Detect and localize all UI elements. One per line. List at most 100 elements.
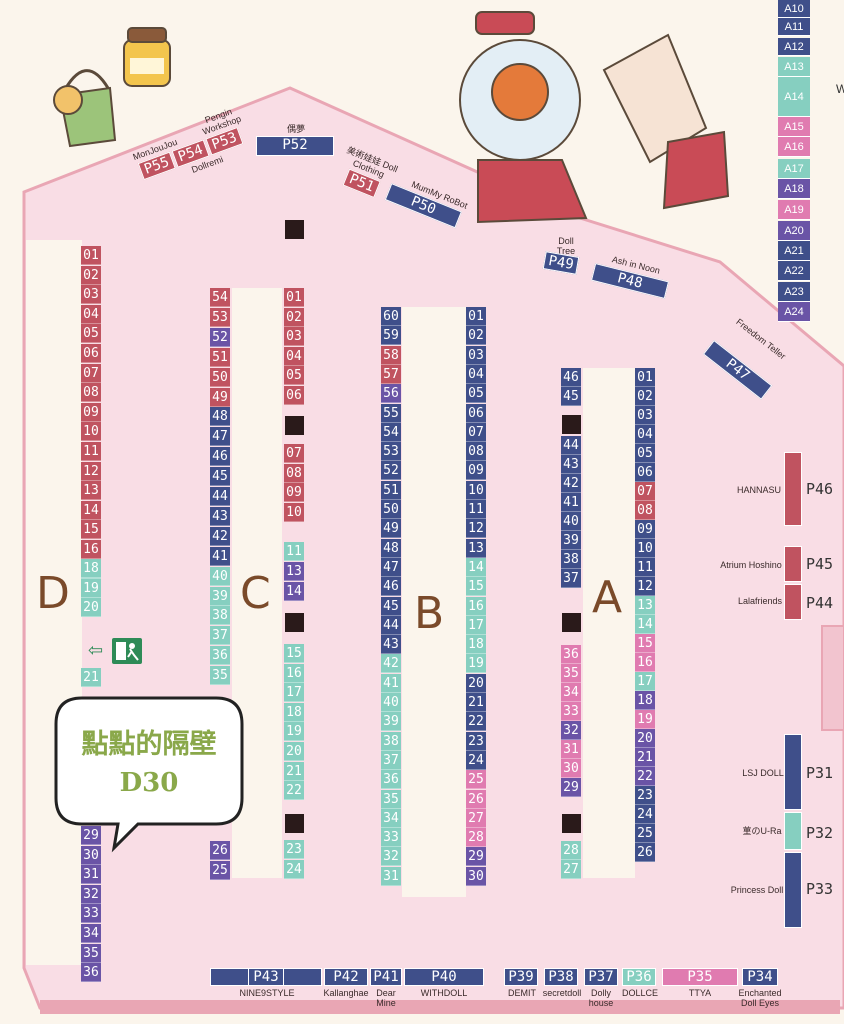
booth-cell-d-21[interactable]: 21 <box>81 668 101 687</box>
booth-a10[interactable]: A10 <box>778 0 810 18</box>
booth-cell-a-right-03[interactable]: 03 <box>635 406 655 425</box>
booth-cell-a-right-25[interactable]: 25 <box>635 824 655 843</box>
booth-cell-b-left-37[interactable]: 37 <box>381 751 401 770</box>
booth-cell-a-left-43[interactable]: 43 <box>561 455 581 474</box>
booth-a12[interactable]: A12 <box>778 38 810 56</box>
booth-a18[interactable]: A18 <box>778 179 810 199</box>
booth-cell-d-06[interactable]: 06 <box>81 344 101 363</box>
booth-cell-d-20[interactable]: 20 <box>81 598 101 617</box>
booth-cell-c-left-44[interactable]: 44 <box>210 487 230 506</box>
booth-cell-d-10[interactable]: 10 <box>81 422 101 441</box>
booth-cell-b-left-33[interactable]: 33 <box>381 828 401 847</box>
booth-cell-c-left-25[interactable]: 25 <box>210 861 230 880</box>
booth-cell-a-left-32[interactable]: 32 <box>561 721 581 740</box>
booth-cell-d-04[interactable]: 04 <box>81 305 101 324</box>
booth-cell-c-left-52[interactable]: 52 <box>210 328 230 347</box>
booth-cell-d-13[interactable]: 13 <box>81 481 101 500</box>
booth-cell-a-left-30[interactable]: 30 <box>561 759 581 778</box>
booth-cell-d-08[interactable]: 08 <box>81 383 101 402</box>
booth-cell-c-left-36[interactable]: 36 <box>210 646 230 665</box>
booth-cell-a-left-31[interactable]: 31 <box>561 740 581 759</box>
booth-cell-c-left-49[interactable]: 49 <box>210 388 230 407</box>
booth-cell-c-right-14[interactable]: 14 <box>284 582 304 601</box>
booth-cell-b-left-46[interactable]: 46 <box>381 577 401 596</box>
booth-cell-b-right-05[interactable]: 05 <box>466 384 486 403</box>
booth-cell-d-16[interactable]: 16 <box>81 540 101 559</box>
booth-cell-d-05[interactable]: 05 <box>81 324 101 343</box>
booth-a23[interactable]: A23 <box>778 282 810 302</box>
booth-cell-b-left-54[interactable]: 54 <box>381 423 401 442</box>
booth-cell-c-left-45[interactable]: 45 <box>210 467 230 486</box>
booth-cell-b-left-44[interactable]: 44 <box>381 616 401 635</box>
booth-cell-b-right-10[interactable]: 10 <box>466 481 486 500</box>
booth-cell-c-left-41[interactable]: 41 <box>210 547 230 566</box>
booth-cell-b-left-43[interactable]: 43 <box>381 635 401 654</box>
booth-p35[interactable]: P35 <box>662 968 738 986</box>
booth-cell-a-right-07[interactable]: 07 <box>635 482 655 501</box>
booth-cell-b-right-18[interactable]: 18 <box>466 635 486 654</box>
booth-cell-a-left-46[interactable]: 46 <box>561 368 581 387</box>
booth-cell-a-right-12[interactable]: 12 <box>635 577 655 596</box>
booth-cell-d-03[interactable]: 03 <box>81 285 101 304</box>
booth-cell-a-left-45[interactable]: 45 <box>561 387 581 406</box>
booth-cell-c-right-07[interactable]: 07 <box>284 444 304 463</box>
booth-cell-a-right-14[interactable]: 14 <box>635 615 655 634</box>
booth-cell-d-34[interactable]: 34 <box>81 924 101 943</box>
booth-cell-b-left-58[interactable]: 58 <box>381 346 401 365</box>
booth-a13[interactable]: A13 <box>778 57 810 77</box>
booth-cell-a-left-33[interactable]: 33 <box>561 702 581 721</box>
booth-cell-c-left-40[interactable]: 40 <box>210 567 230 586</box>
booth-cell-a-left-44[interactable]: 44 <box>561 436 581 455</box>
booth-cell-c-left-26[interactable]: 26 <box>210 841 230 860</box>
booth-cell-a-right-02[interactable]: 02 <box>635 387 655 406</box>
booth-p34[interactable]: P34 <box>742 968 778 986</box>
booth-cell-d-19[interactable]: 19 <box>81 579 101 598</box>
booth-cell-b-left-52[interactable]: 52 <box>381 461 401 480</box>
booth-cell-c-right-05[interactable]: 05 <box>284 366 304 385</box>
booth-cell-b-left-36[interactable]: 36 <box>381 770 401 789</box>
booth-cell-b-left-60[interactable]: 60 <box>381 307 401 326</box>
booth-p42[interactable]: P42 <box>324 968 368 986</box>
booth-cell-d-09[interactable]: 09 <box>81 403 101 422</box>
booth-cell-b-right-23[interactable]: 23 <box>466 732 486 751</box>
booth-cell-c-left-42[interactable]: 42 <box>210 527 230 546</box>
booth-cell-b-left-48[interactable]: 48 <box>381 539 401 558</box>
booth-cell-a-right-13[interactable]: 13 <box>635 596 655 615</box>
booth-a22[interactable]: A22 <box>778 261 810 281</box>
booth-cell-a-right-17[interactable]: 17 <box>635 672 655 691</box>
booth-cell-b-right-24[interactable]: 24 <box>466 751 486 770</box>
booth-p31-block[interactable] <box>784 734 802 810</box>
booth-cell-b-right-06[interactable]: 06 <box>466 404 486 423</box>
booth-p37[interactable]: P37 <box>584 968 618 986</box>
booth-cell-b-right-07[interactable]: 07 <box>466 423 486 442</box>
booth-cell-d-02[interactable]: 02 <box>81 266 101 285</box>
booth-cell-a-right-01[interactable]: 01 <box>635 368 655 387</box>
booth-cell-c-right-03[interactable]: 03 <box>284 327 304 346</box>
booth-cell-b-right-17[interactable]: 17 <box>466 616 486 635</box>
booth-cell-c-right-16[interactable]: 16 <box>284 664 304 683</box>
booth-cell-a-left-34[interactable]: 34 <box>561 683 581 702</box>
booth-cell-b-right-19[interactable]: 19 <box>466 654 486 673</box>
booth-cell-a-right-04[interactable]: 04 <box>635 425 655 444</box>
booth-cell-a-right-15[interactable]: 15 <box>635 634 655 653</box>
booth-cell-c-right-23[interactable]: 23 <box>284 840 304 859</box>
booth-cell-a-right-22[interactable]: 22 <box>635 767 655 786</box>
booth-cell-a-right-20[interactable]: 20 <box>635 729 655 748</box>
booth-cell-a-left-27[interactable]: 27 <box>561 860 581 879</box>
booth-cell-b-right-22[interactable]: 22 <box>466 712 486 731</box>
booth-cell-c-left-46[interactable]: 46 <box>210 447 230 466</box>
booth-cell-b-right-26[interactable]: 26 <box>466 790 486 809</box>
booth-a14[interactable]: A14 <box>778 77 810 117</box>
booth-cell-a-right-05[interactable]: 05 <box>635 444 655 463</box>
booth-cell-a-left-39[interactable]: 39 <box>561 531 581 550</box>
booth-cell-c-right-11[interactable]: 11 <box>284 542 304 561</box>
booth-cell-b-right-13[interactable]: 13 <box>466 539 486 558</box>
booth-cell-c-right-06[interactable]: 06 <box>284 386 304 405</box>
booth-cell-b-right-29[interactable]: 29 <box>466 847 486 866</box>
booth-cell-c-left-50[interactable]: 50 <box>210 368 230 387</box>
booth-cell-a-right-26[interactable]: 26 <box>635 843 655 862</box>
booth-cell-c-left-37[interactable]: 37 <box>210 626 230 645</box>
booth-cell-a-right-19[interactable]: 19 <box>635 710 655 729</box>
booth-cell-c-left-47[interactable]: 47 <box>210 427 230 446</box>
booth-cell-b-left-38[interactable]: 38 <box>381 732 401 751</box>
